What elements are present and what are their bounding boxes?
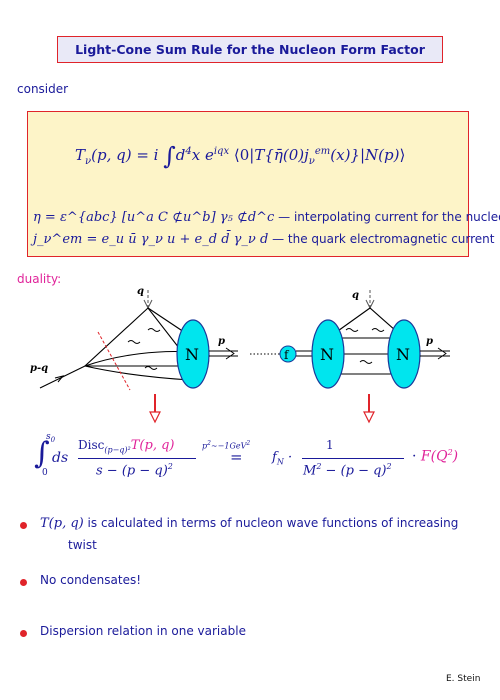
title-text: Light-Cone Sum Rule for the Nucleon Form…	[75, 42, 425, 57]
duality-arrows	[149, 394, 375, 424]
gluon-3	[144, 366, 158, 370]
j-description: — the quark electromagnetic current	[268, 232, 495, 246]
gluon-1	[147, 328, 161, 332]
p-label-right: p	[426, 336, 433, 347]
nucleon-blob-mid	[311, 319, 345, 389]
eta-description: — interpolating current for the nucleon	[274, 210, 500, 224]
quark-line-top	[84, 350, 191, 367]
bullet-2-dot	[20, 579, 27, 586]
nucleon-label-right: N	[396, 345, 410, 364]
j-formula: j_ν^em = e_u ū γ_ν u + e_d d̄ γ_ν d	[33, 232, 269, 247]
nucleon-blob-right	[387, 319, 421, 389]
cut-line	[97, 331, 131, 391]
consider-label: consider	[17, 82, 69, 96]
correlator-text: Tν(p, q) = i ∫d4x eiqx ⟨0|T{η̄(0)jνem(x)…	[75, 142, 406, 170]
bullet-3-dot	[20, 630, 27, 637]
gluon-2	[127, 340, 141, 344]
footer-author: E. Stein	[446, 674, 481, 684]
pq-label: p-q	[30, 363, 48, 374]
bullet-1-dot	[20, 522, 27, 529]
q-label-right: q	[352, 290, 359, 301]
bullet-2: No condensates!	[40, 573, 142, 587]
eta-line: η = ε^{abc} [u^a C ⊄u^b] γ₅ ⊄d^c — inter…	[33, 210, 500, 225]
bullet-1-math: T(p, q)	[40, 516, 84, 531]
definition-box	[27, 111, 469, 257]
nucleon-label-mid: N	[320, 345, 334, 364]
nucleon-label-left: N	[185, 345, 199, 364]
q-label-left: q	[137, 286, 144, 297]
bullet-1: T(p, q) is calculated in terms of nucleo…	[40, 516, 458, 531]
sum-rule-formula: ∫ s0 0 ds Disc(p−q)²T(p, q) s − (p − q)2…	[34, 432, 459, 479]
f-blob	[279, 345, 297, 363]
correlator-formula: Tν(p, q) = i ∫d4x eiqx ⟨0|T{η̄(0)jνem(x)…	[75, 142, 405, 170]
quark-line-bottom	[84, 365, 191, 381]
feynman-diagrams: q p-q N p f q N N	[30, 286, 450, 424]
bullet-3: Dispersion relation in one variable	[40, 624, 246, 638]
bullet-1-text: is calculated in terms of nucleon wave f…	[83, 516, 459, 530]
j-line: j_ν^em = e_u ū γ_ν u + e_d d̄ γ_ν d — th…	[33, 232, 495, 247]
nucleon-blob-left	[176, 319, 210, 389]
duality-label: duality:	[17, 272, 62, 286]
left-diagram: q p-q N p	[30, 286, 238, 391]
page-title: Light-Cone Sum Rule for the Nucleon Form…	[57, 36, 443, 63]
bullet-1-continuation: twist	[68, 538, 97, 552]
quark-triangle	[83, 307, 195, 367]
p-label-left: p	[218, 336, 225, 347]
f-label: f	[284, 348, 290, 362]
right-diagram: f q N N p	[250, 290, 450, 389]
eta-formula: η = ε^{abc} [u^a C ⊄u^b] γ₅ ⊄d^c	[33, 210, 275, 225]
